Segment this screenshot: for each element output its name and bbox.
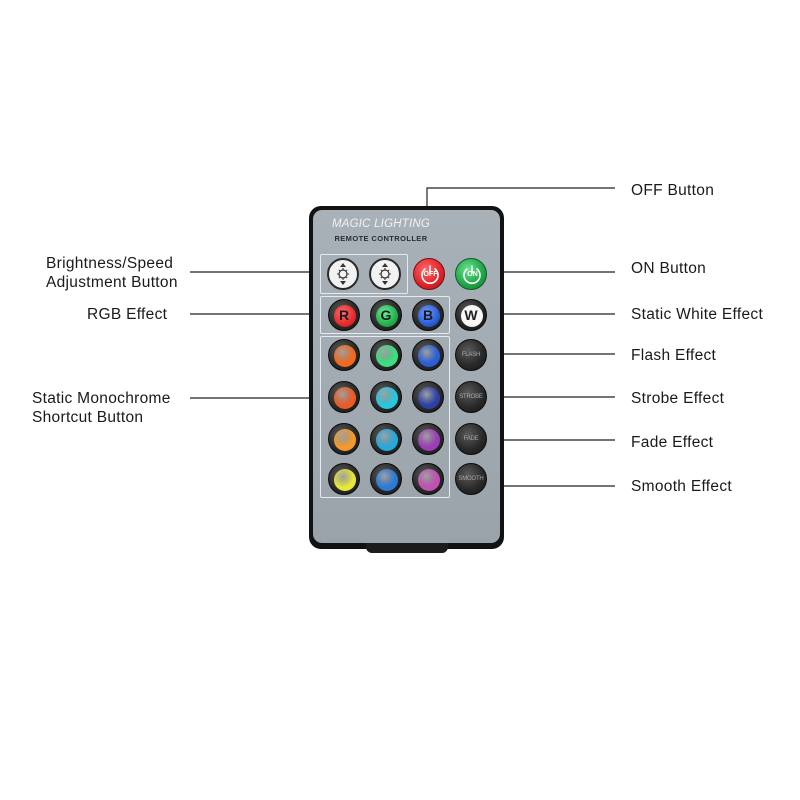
smooth-button[interactable]: SMOOTH xyxy=(455,463,487,495)
strobe-effect-label: Strobe Effect xyxy=(631,390,725,407)
on-button-label-text: ON xyxy=(467,270,478,278)
static-monochrome-label-text: Static Monochrome Shortcut Button xyxy=(32,390,171,426)
power-icon xyxy=(463,265,481,284)
color-button[interactable] xyxy=(328,423,360,455)
remote-foot xyxy=(366,543,448,553)
green-button-label: G xyxy=(380,307,392,323)
color-button[interactable] xyxy=(412,381,444,413)
blue-button[interactable]: B xyxy=(412,299,444,331)
brightness-down-button[interactable] xyxy=(369,258,401,290)
red-button[interactable]: R xyxy=(328,299,360,331)
on-button-label: ON Button xyxy=(631,260,707,277)
flash-effect-label: Flash Effect xyxy=(631,347,717,364)
strobe-button-label: STROBE xyxy=(459,394,483,400)
white-button[interactable]: W xyxy=(455,299,487,331)
blue-button-core xyxy=(418,305,440,327)
brightness-up-button[interactable] xyxy=(327,258,359,290)
brightness-down-icon xyxy=(379,263,391,285)
color-button[interactable] xyxy=(412,423,444,455)
fade-effect-label: Fade Effect xyxy=(631,434,714,451)
color-button[interactable] xyxy=(328,463,360,495)
green-button-core xyxy=(376,305,398,327)
off-button[interactable]: OFF xyxy=(413,258,445,290)
fade-button-label: FADE xyxy=(463,436,479,442)
color-button-core xyxy=(418,387,440,409)
color-button-core xyxy=(334,345,356,367)
color-button-core xyxy=(334,429,356,451)
color-button-core xyxy=(418,469,440,491)
brand-title: MAGIC LIGHTING xyxy=(331,218,430,230)
brightness-group-box xyxy=(320,254,408,294)
off-button-label-text: OFF xyxy=(423,270,438,278)
rgb-group-box xyxy=(320,296,450,334)
brightness-up-icon xyxy=(337,263,349,285)
color-button[interactable] xyxy=(412,339,444,371)
strobe-button[interactable]: STROBE xyxy=(455,381,487,413)
white-button-label: W xyxy=(464,307,478,323)
color-button[interactable] xyxy=(370,423,402,455)
color-button-core xyxy=(376,469,398,491)
smooth-effect-label: Smooth Effect xyxy=(631,478,732,495)
static-white-label: Static White Effect xyxy=(631,306,764,323)
color-button[interactable] xyxy=(328,381,360,413)
red-button-core xyxy=(334,305,356,327)
power-icon xyxy=(421,265,439,284)
color-button[interactable] xyxy=(370,339,402,371)
on-button[interactable]: ON xyxy=(455,258,487,290)
red-button-label: R xyxy=(338,307,350,323)
flash-button[interactable]: FLASH xyxy=(455,339,487,371)
fade-button[interactable]: FADE xyxy=(455,423,487,455)
off-button-label: OFF Button xyxy=(631,182,715,199)
color-button[interactable] xyxy=(370,381,402,413)
brightness-speed-label: Brightness/Speed Adjustment Button xyxy=(46,254,178,292)
smooth-button-label: SMOOTH xyxy=(458,476,484,482)
color-button-core xyxy=(418,345,440,367)
color-button[interactable] xyxy=(412,463,444,495)
blue-button-label: B xyxy=(422,307,434,323)
green-button[interactable]: G xyxy=(370,299,402,331)
color-button-core xyxy=(418,429,440,451)
color-button[interactable] xyxy=(328,339,360,371)
color-button-core xyxy=(376,387,398,409)
color-grid-box xyxy=(320,336,450,498)
rgb-effect-label: RGB Effect xyxy=(87,306,168,323)
color-button[interactable] xyxy=(370,463,402,495)
color-button-core xyxy=(334,387,356,409)
color-button-core xyxy=(334,469,356,491)
static-monochrome-label: Static Monochrome Shortcut Button xyxy=(32,389,171,427)
white-button-core xyxy=(461,305,483,327)
brightness-speed-label-line1: Brightness/Speed Adjustment Button xyxy=(46,255,178,291)
flash-button-label: FLASH xyxy=(461,352,481,358)
brand-subtitle: REMOTE CONTROLLER xyxy=(334,234,428,243)
color-button-core xyxy=(376,345,398,367)
color-button-core xyxy=(376,429,398,451)
